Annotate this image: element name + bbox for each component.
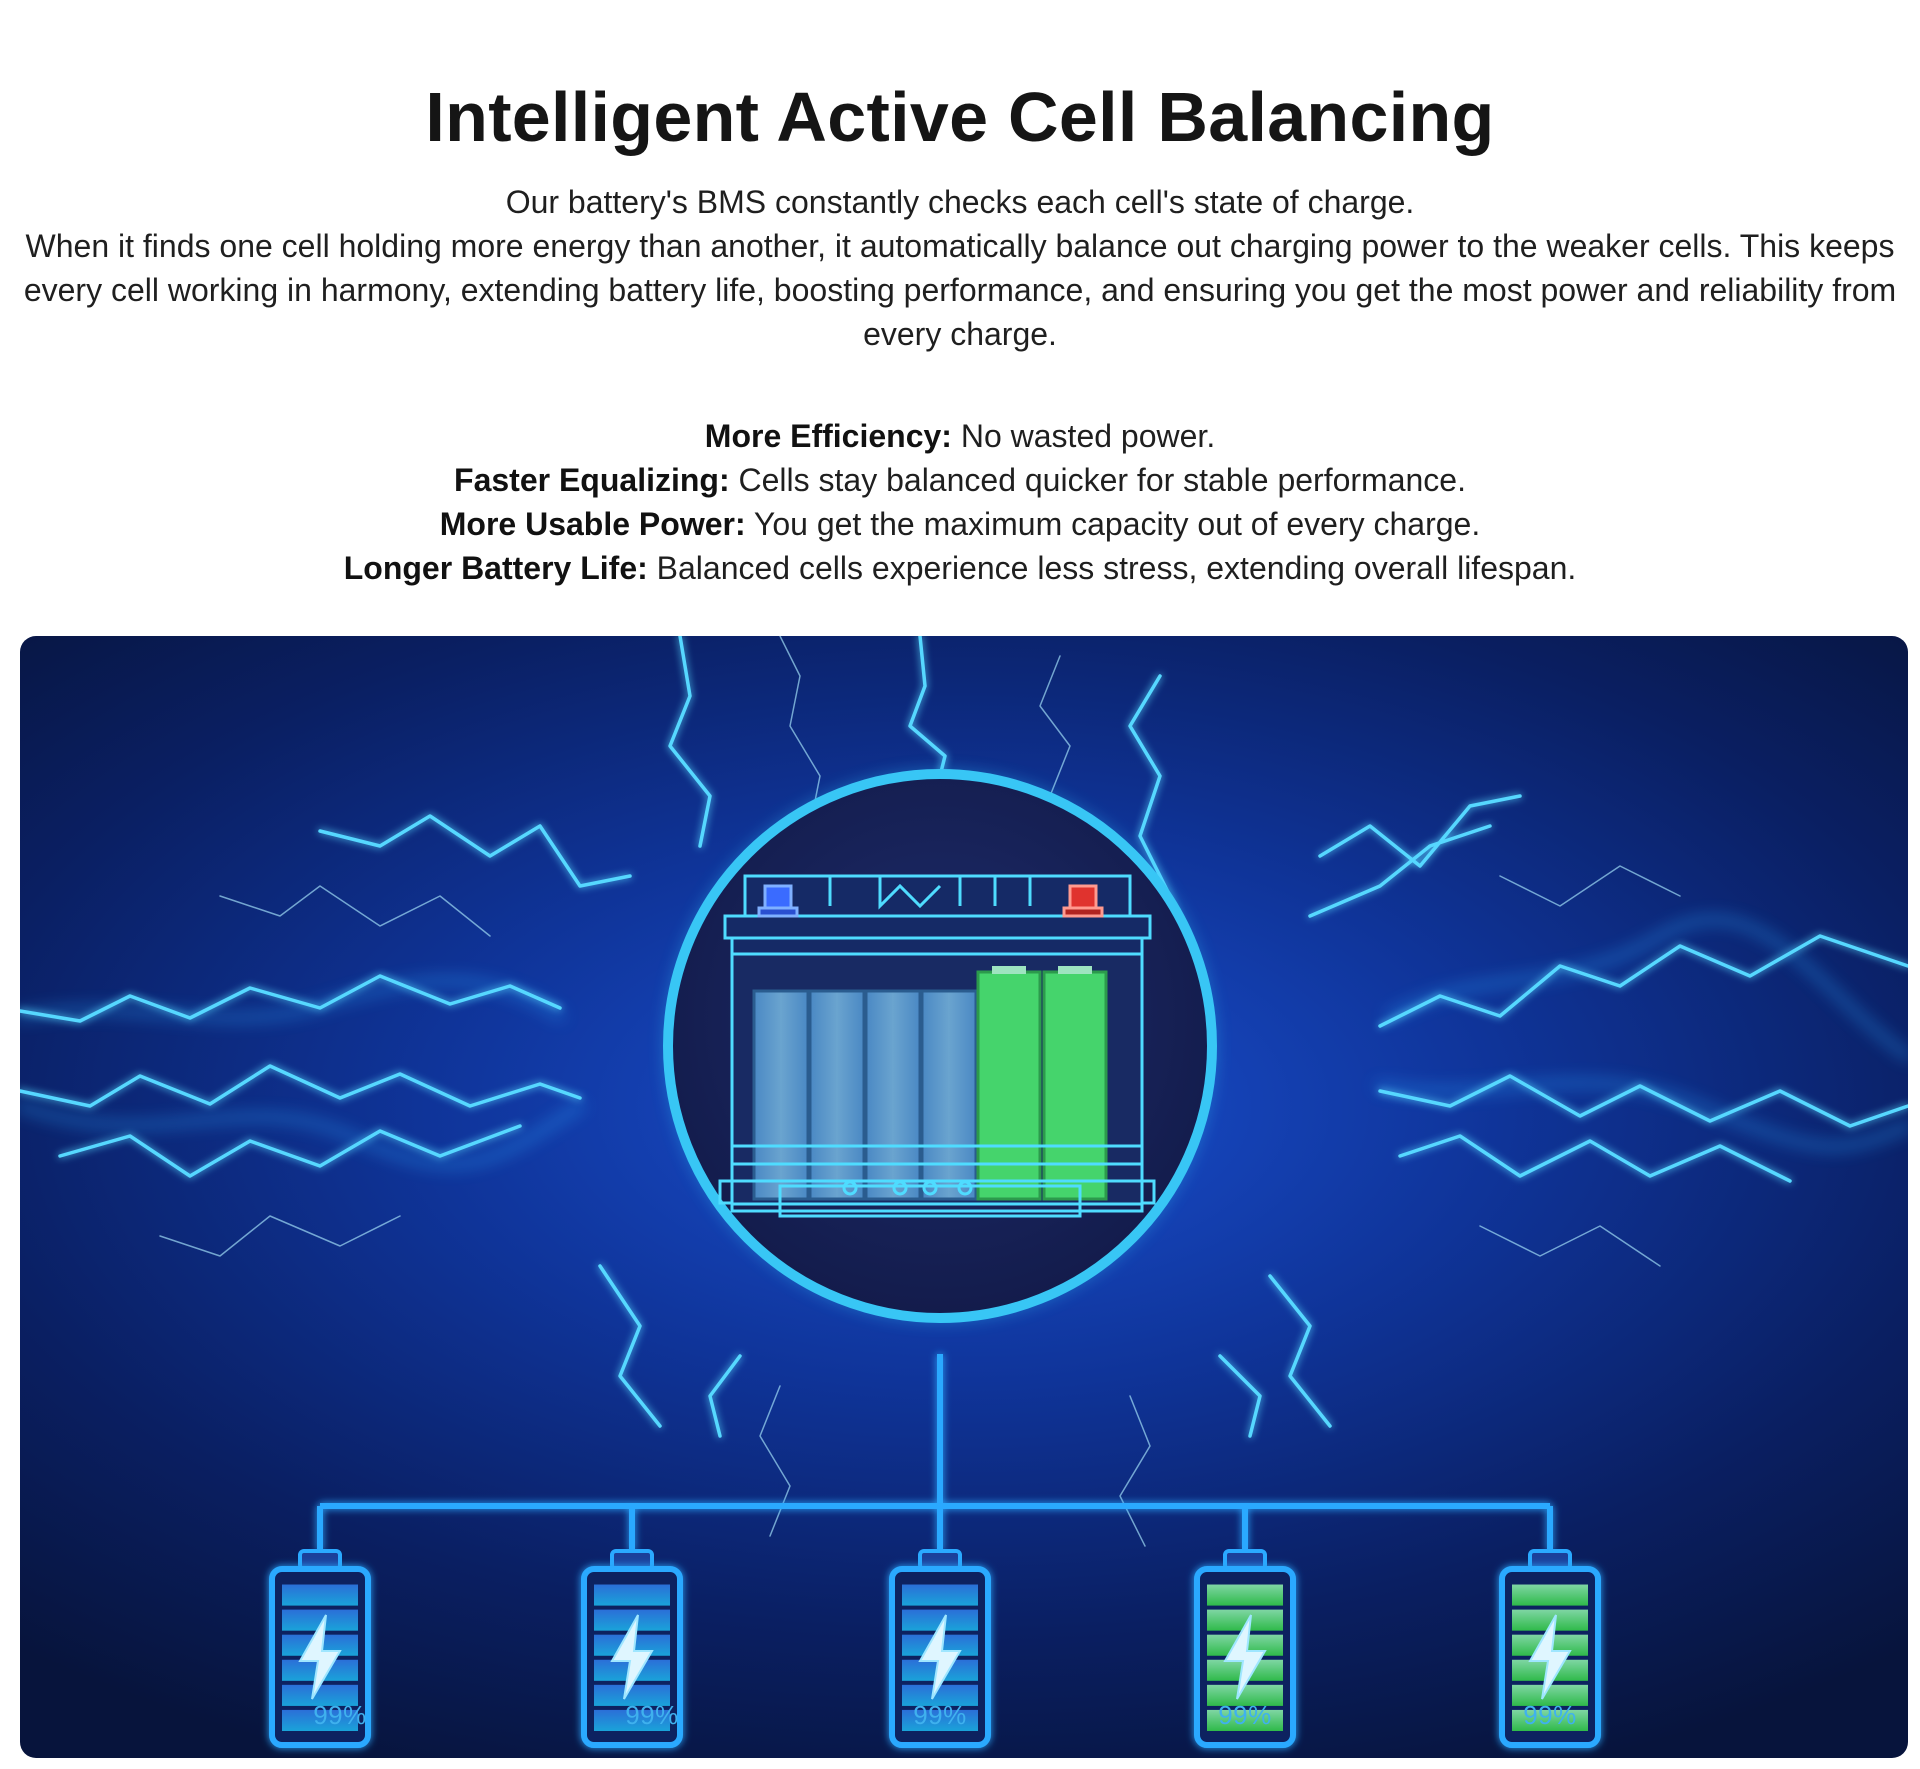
lightning-bolt-icon [1528, 1614, 1572, 1700]
benefit-label: Longer Battery Life: [343, 550, 648, 586]
battery-segment [594, 1609, 670, 1631]
illustration-panel [20, 636, 1908, 1758]
battery-segment [1512, 1609, 1588, 1631]
battery-segment [1512, 1709, 1588, 1731]
car-battery-icon [718, 874, 1156, 1218]
battery-segment [282, 1709, 358, 1731]
illustration-graphic [20, 636, 1908, 1748]
battery-segment [902, 1684, 978, 1706]
battery-segment [594, 1709, 670, 1731]
benefit-text: No wasted power. [951, 418, 1216, 454]
battery-3-percent: 99% [913, 1700, 967, 1730]
lightning-bolt-icon [1223, 1614, 1267, 1700]
battery-segment [594, 1684, 670, 1706]
battery-icon [889, 1549, 991, 1748]
battery-icon [1499, 1549, 1601, 1748]
battery-icon [269, 1549, 371, 1748]
battery-segment [902, 1584, 978, 1606]
battery-segment [1512, 1684, 1588, 1706]
battery-segment [1512, 1584, 1588, 1606]
benefit-text: Cells stay balanced quicker for stable p… [729, 462, 1466, 498]
connector-lines [317, 1354, 1553, 1551]
intro-text: Our battery's BMS constantly checks each… [20, 180, 1900, 356]
battery-segment [1207, 1584, 1283, 1606]
battery-segment [902, 1609, 978, 1631]
benefit-efficiency: More Efficiency: No wasted power. [0, 414, 1920, 458]
benefit-usable-power: More Usable Power: You get the maximum c… [0, 502, 1920, 546]
battery-segment [594, 1584, 670, 1606]
battery-segment [282, 1584, 358, 1606]
lightning-bolt-icon [298, 1614, 342, 1700]
benefit-text: You get the maximum capacity out of ever… [745, 506, 1481, 542]
benefit-label: Faster Equalizing: [454, 462, 730, 498]
battery-2-percent: 99% [625, 1700, 679, 1730]
benefit-equalizing: Faster Equalizing: Cells stay balanced q… [0, 458, 1920, 502]
lightning-bolt-icon [610, 1614, 654, 1700]
battery-4-percent: 99% [1218, 1700, 1272, 1730]
benefit-battery-life: Longer Battery Life: Balanced cells expe… [0, 546, 1920, 590]
benefit-label: More Efficiency: [704, 418, 952, 454]
lightning-bolt-icon [918, 1614, 962, 1700]
battery-row [269, 1549, 1601, 1748]
battery-segment [282, 1684, 358, 1706]
intro-line-2: When it finds one cell holding more ener… [23, 228, 1897, 352]
battery-5-percent: 99% [1523, 1700, 1577, 1730]
benefit-label: More Usable Power: [439, 506, 746, 542]
lightning-arcs [20, 636, 1908, 1547]
battery-icon [1194, 1549, 1296, 1748]
battery-1-percent: 99% [313, 1700, 367, 1730]
battery-segment [1207, 1609, 1283, 1631]
battery-segment [1207, 1684, 1283, 1706]
battery-segment [282, 1609, 358, 1631]
intro-line-1: Our battery's BMS constantly checks each… [505, 184, 1415, 220]
benefits-list: More Efficiency: No wasted power. Faster… [0, 414, 1920, 590]
battery-icon [581, 1549, 683, 1748]
benefit-text: Balanced cells experience less stress, e… [647, 550, 1577, 586]
battery-segment [1207, 1709, 1283, 1731]
battery-segment [902, 1709, 978, 1731]
page-title: Intelligent Active Cell Balancing [425, 78, 1495, 156]
